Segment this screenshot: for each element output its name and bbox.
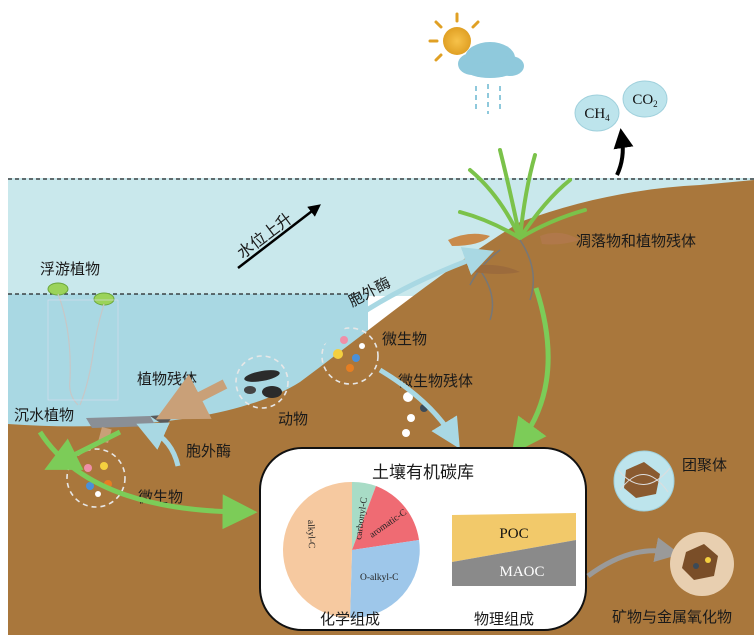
floating-plants-label: 浮游植物 [40,260,100,278]
rain-icon [475,84,501,114]
animals-label: 动物 [278,410,308,428]
gas-emission-arrow [613,128,634,176]
microbial-residue-label: 微生物残体 [398,372,473,390]
maoc-bar [452,540,576,586]
microbial-residue-arrow [378,367,460,449]
plant-residue-label: 植物残体 [137,370,197,388]
physical-composition-label: 物理组成 [474,610,534,628]
pie-slice-alkyl [282,481,352,618]
submerged-plants-label: 沉水植物 [14,406,74,424]
pie-label-alkyl: alkyl-C [305,520,316,549]
pie-slice-o-alkyl [350,540,420,619]
poc-bar [452,513,576,562]
soc-pool-title: 土壤有机碳库 [372,462,474,483]
physical-composition-bars: POC MAOC [452,513,576,586]
upper-microbes-cluster [321,327,379,385]
exoenzyme-upper-arrow [298,247,495,366]
floating-plant-icon [47,282,119,406]
exoenzyme-lower-arrow [136,422,181,467]
minerals-icon [670,532,734,596]
aggregates-icon [613,450,675,512]
microbial-residue-icon [402,392,428,437]
maoc-label: MAOC [499,564,544,580]
upper-microbes-label: 微生物 [382,330,427,348]
minerals-label: 矿物与金属氧化物 [612,608,732,626]
plant-residue-arrow [155,374,228,420]
litter-label: 凋落物和植物残体 [576,232,696,250]
exoenzyme-lower-label: 胞外酶 [186,442,231,460]
pie-slice-carbonyl [352,481,376,550]
aggregates-label: 团聚体 [682,456,727,474]
grass-plant-icon [458,148,587,321]
svg-text:CO2: CO2 [632,92,657,109]
sun-icon [428,12,480,62]
plant-to-microbe-arrow [44,429,122,470]
chemical-composition-label: 化学组成 [320,610,380,628]
svg-text:CH4: CH4 [584,106,610,123]
co2-bubble: CO2 [622,80,668,118]
soc-to-minerals-arrow [586,537,681,579]
pie-label-o-alkyl: O-alkyl-C [360,573,399,583]
cloud-icon [458,42,524,78]
litter-to-soc-arrow [511,287,551,455]
ch4-bubble: CH4 [574,94,620,132]
water-rise-arrow [237,204,321,269]
poc-label: POC [499,526,528,542]
pie-slice-aromatic [352,486,419,550]
animals-cluster [235,355,289,409]
lower-microbes-cluster [66,448,126,508]
chemical-composition-pie: carbonyl-C aromatic-C O-alkyl-C alkyl-C [282,481,420,619]
